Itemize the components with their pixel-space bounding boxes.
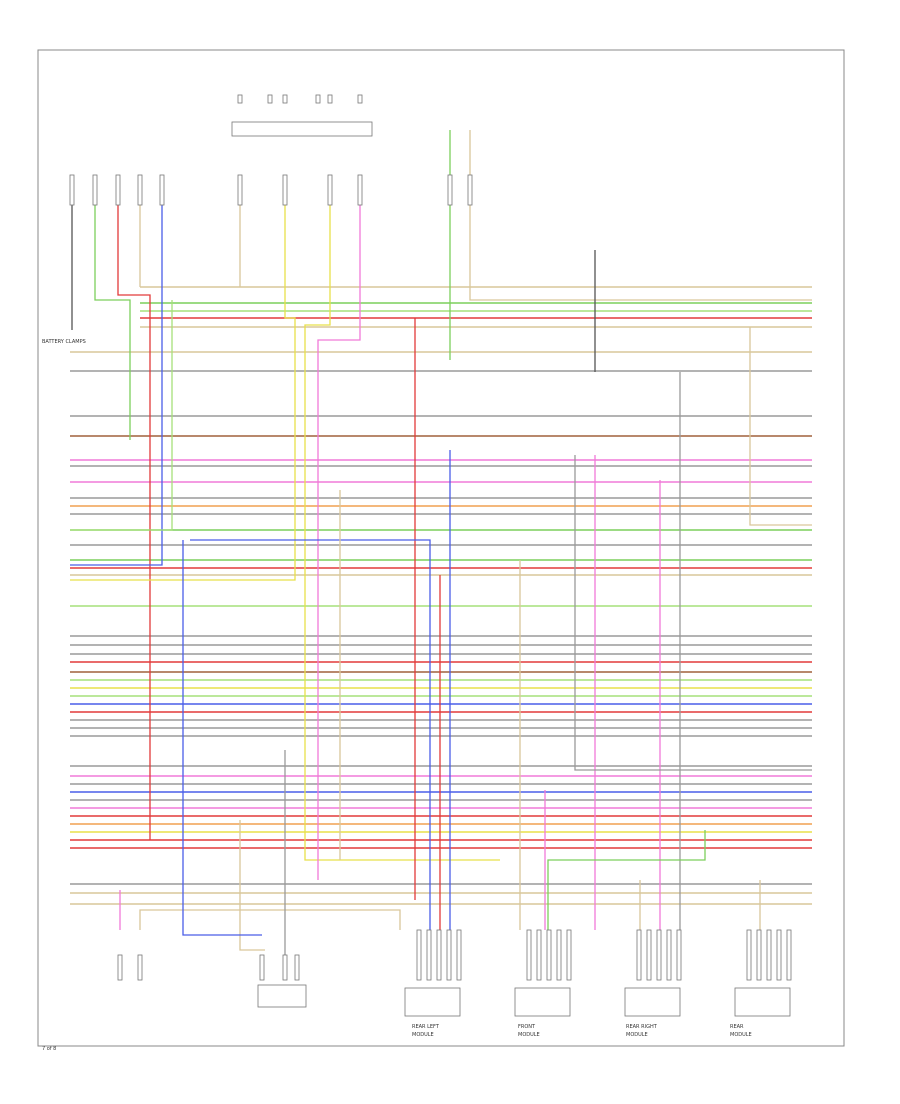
- module-front-label: FRONT MODULE: [518, 1024, 540, 1038]
- seat-module: [624, 987, 681, 1017]
- page-number: 7 of 8: [42, 1046, 56, 1052]
- wire: [139, 909, 401, 930]
- module-connector-pin: [656, 929, 662, 981]
- svg-text:REAR LEFT: REAR LEFT: [412, 1024, 440, 1030]
- module-connector-pin: [526, 929, 532, 981]
- fuse-terminal: [282, 94, 288, 104]
- fuse-terminal: [315, 94, 321, 104]
- module-connector-pin: [536, 929, 542, 981]
- seat-module: [404, 987, 461, 1017]
- wire: [304, 190, 500, 861]
- module-connector-pin: [566, 929, 572, 981]
- connector-pin: [69, 174, 75, 206]
- wire: [749, 327, 812, 526]
- fuse-terminal: [327, 94, 333, 104]
- module-connector-pin: [786, 929, 792, 981]
- module-connector-pin: [766, 929, 772, 981]
- module-connector-pin: [416, 929, 422, 981]
- diagram-border: [37, 49, 845, 1047]
- module-rear-right-label: REAR RIGHT MODULE: [626, 1024, 658, 1038]
- svg-text:MODULE: MODULE: [626, 1032, 648, 1038]
- wire: [190, 539, 431, 930]
- connector-pin: [115, 174, 121, 206]
- wire: [469, 130, 812, 301]
- wire: [117, 190, 151, 840]
- module-connector-pin: [446, 929, 452, 981]
- module-connector-pin: [666, 929, 672, 981]
- wire: [182, 540, 262, 936]
- connector-pin: [327, 174, 333, 206]
- wire: [574, 455, 812, 771]
- seat-module: [734, 987, 791, 1017]
- connector-pin: [467, 174, 473, 206]
- connector-pin: [137, 174, 143, 206]
- module-connector-pin: [756, 929, 762, 981]
- module-connector-pin: [746, 929, 752, 981]
- svg-text:MODULE: MODULE: [412, 1032, 434, 1038]
- wire-group: [70, 130, 812, 960]
- wire: [70, 300, 173, 531]
- seat-module: [514, 987, 571, 1017]
- module-connector-pin: [776, 929, 782, 981]
- fuse-terminal: [237, 94, 243, 104]
- connector-group: [69, 94, 792, 981]
- sensor-connector-pin: [259, 954, 265, 981]
- fuse-box: [231, 121, 373, 137]
- wire: [94, 190, 131, 440]
- fuse-terminal: [267, 94, 273, 104]
- wire: [70, 190, 296, 581]
- module-connector-pin: [646, 929, 652, 981]
- svg-text:MODULE: MODULE: [518, 1032, 540, 1038]
- sensor-connector-pin: [282, 954, 288, 981]
- connector-pin: [159, 174, 165, 206]
- module-connector-pin: [426, 929, 432, 981]
- wire: [70, 190, 163, 566]
- sensor-module: [257, 984, 307, 1008]
- module-rear-label: REAR MODULE: [730, 1024, 752, 1038]
- module-connector-pin: [436, 929, 442, 981]
- module-connector-pin: [636, 929, 642, 981]
- module-connector-pin: [456, 929, 462, 981]
- wire: [317, 190, 361, 880]
- svg-text:REAR: REAR: [730, 1024, 744, 1030]
- connector-pin: [237, 174, 243, 206]
- connector-pin: [282, 174, 288, 206]
- module-connector-pin: [546, 929, 552, 981]
- module-group: [257, 984, 791, 1017]
- sensor-connector-pin: [137, 954, 143, 981]
- sensor-connector-pin: [117, 954, 123, 981]
- wire: [239, 820, 265, 951]
- connector-pin: [357, 174, 363, 206]
- battery-clamp-label: BATTERY CLAMPS: [42, 339, 86, 345]
- module-connector-pin: [676, 929, 682, 981]
- svg-text:MODULE: MODULE: [730, 1032, 752, 1038]
- connector-pin: [92, 174, 98, 206]
- svg-text:FRONT: FRONT: [518, 1024, 536, 1030]
- connector-pin: [447, 174, 453, 206]
- sensor-connector-pin: [294, 954, 300, 981]
- module-connector-pin: [556, 929, 562, 981]
- fuse-terminal: [357, 94, 363, 104]
- module-rear-left-label: REAR LEFT MODULE: [412, 1024, 440, 1038]
- wire: [547, 830, 706, 930]
- svg-text:REAR RIGHT: REAR RIGHT: [626, 1024, 658, 1030]
